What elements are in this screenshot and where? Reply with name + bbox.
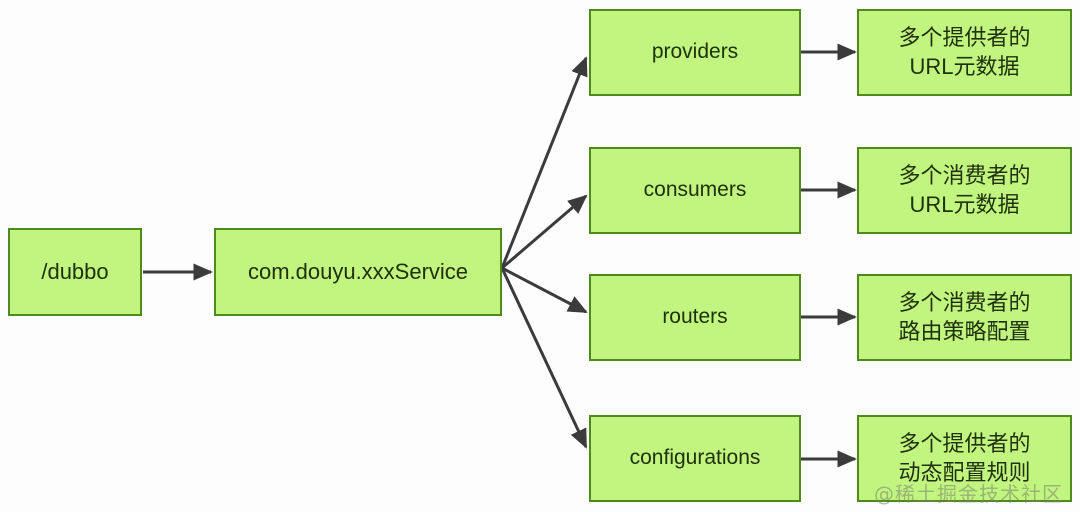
node-routers-detail[interactable]: 多个消费者的 路由策略配置 [857,274,1072,361]
node-routers[interactable]: routers [589,274,801,361]
node-providers-detail-line2: URL元数据 [909,53,1020,79]
node-root-label: /dubbo [41,258,109,284]
node-configurations-detail[interactable]: 多个提供者的 动态配置规则 [857,415,1072,502]
node-routers-detail-line1: 多个消费者的 [898,290,1031,316]
node-providers-detail[interactable]: 多个提供者的 URL元数据 [857,9,1072,96]
node-configurations-label: configurations [629,446,761,470]
node-configurations[interactable]: configurations [589,415,801,502]
node-service[interactable]: com.douyu.xxxService [214,228,502,316]
node-routers-detail-line2: 路由策略配置 [898,318,1031,344]
edge-service-to-providers [500,56,588,269]
edge-service-to-consumers [501,194,588,270]
node-consumers-detail-line2: URL元数据 [909,191,1020,217]
node-consumers[interactable]: consumers [589,147,801,234]
node-configurations-detail-line2: 动态配置规则 [898,459,1031,485]
edge-service-to-routers [501,266,588,314]
node-root[interactable]: /dubbo [8,228,142,316]
node-providers-detail-line1: 多个提供者的 [898,25,1031,51]
node-providers-label: providers [651,40,739,64]
node-providers[interactable]: providers [589,9,801,96]
node-routers-label: routers [662,305,728,329]
node-configurations-detail-line1: 多个提供者的 [898,431,1031,457]
node-consumers-detail-line1: 多个消费者的 [898,163,1031,189]
node-consumers-detail[interactable]: 多个消费者的 URL元数据 [857,147,1072,234]
node-service-label: com.douyu.xxxService [247,258,469,284]
node-consumers-label: consumers [643,178,747,202]
edge-service-to-configurations [500,267,588,449]
